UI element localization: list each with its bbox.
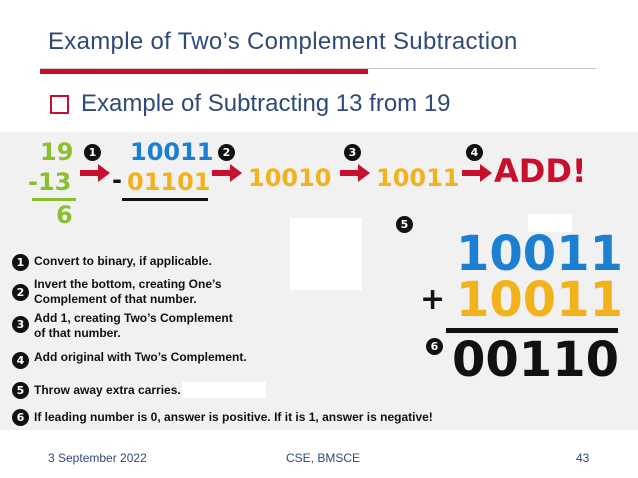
step-marker-6: 6 [426,338,443,355]
binary-minuend: 10011 [130,138,214,166]
step-marker-6: 6 [12,409,29,426]
blank-box [182,382,266,398]
page-number: 43 [576,451,590,465]
decimal-subtrahend: -13 [28,168,72,196]
step-marker-5: 5 [12,382,29,399]
binary-underline [122,198,208,201]
step-marker-3: 3 [344,144,361,161]
blank-box [290,218,362,290]
step-marker-4: 4 [12,352,29,369]
binary-subtrahend: 01101 [127,168,211,196]
footer-date: 3 September 2022 [48,451,147,465]
step-marker-2: 2 [12,284,29,301]
step-6-text: If leading number is 0, answer is positi… [34,410,433,424]
step-5-text: Throw away extra carries. [34,383,181,397]
step-1-text: Convert to binary, if applicable. [34,254,212,268]
step-marker-3: 3 [12,316,29,333]
twos-complement: 10011 [376,164,460,192]
arrow-right-icon [462,164,492,182]
slide-title: Example of Two’s Complement Subtraction [48,28,518,55]
ones-complement: 10010 [248,164,332,192]
addition-underline [446,328,618,333]
step-marker-5: 5 [396,216,413,233]
step-3-text: Add 1, creating Two’s Complement of that… [34,311,233,340]
add-label: ADD! [494,152,587,190]
decimal-underline [32,198,76,201]
bullet-point: Example of Subtracting 13 from 19 [50,90,451,118]
step-marker-2: 2 [218,144,235,161]
blank-box [528,214,572,232]
step-marker-1: 1 [84,144,101,161]
square-bullet-icon [50,94,69,114]
step-2-text: Invert the bottom, creating One’s Comple… [34,277,222,306]
binary-subtract-sign: - [112,166,122,194]
title-divider [40,68,596,69]
footer-center: CSE, BMSCE [286,451,361,465]
addition-result: 00110 [452,332,619,388]
addition-top: 10011 [456,226,623,282]
step-marker-4: 4 [466,144,483,161]
bullet-text: Example of Subtracting 13 from 19 [81,90,451,117]
plus-sign: + [420,282,446,317]
decimal-result: 6 [56,201,73,229]
arrow-right-icon [340,164,370,182]
arrow-right-icon [212,164,242,182]
decimal-minuend: 19 [40,138,74,166]
addition-bottom: 10011 [456,272,623,328]
arrow-right-icon [80,164,110,182]
title-accent-bar [40,69,368,74]
illustration-panel: 19 -13 6 1 10011 - 01101 2 10010 3 10011… [0,132,638,430]
step-marker-1: 1 [12,254,29,271]
step-4-text: Add original with Two’s Complement. [34,350,247,364]
